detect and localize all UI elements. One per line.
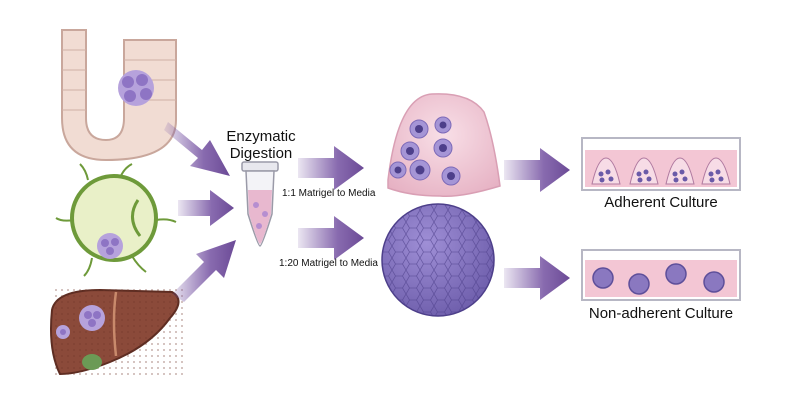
nonadherent-culture-label: Non-adherent Culture <box>572 305 750 322</box>
arrow-dome-to-adherent-culture <box>504 148 570 192</box>
arrow-kidney-to-digestion <box>178 190 234 226</box>
intestinal-tumor-cluster <box>118 70 154 106</box>
adherent-ratio-label: 1:1 Matrigel to Media <box>282 188 375 199</box>
nonadherent-ratio-label: 1:20 Matrigel to Media <box>279 258 378 269</box>
microcentrifuge-tube-icon <box>242 162 278 246</box>
kidney-tissue-illustration <box>56 164 176 276</box>
suspended-sphere-organoid <box>382 204 494 316</box>
liver-tumor-small <box>56 325 70 339</box>
kidney-tumor-cluster <box>97 233 123 259</box>
arrow-digestion-to-sphere <box>298 216 364 260</box>
enzymatic-label-line1: Enzymatic <box>222 128 300 145</box>
adherent-culture-label: Adherent Culture <box>582 194 740 211</box>
arrow-liver-to-digestion <box>172 240 236 302</box>
arrow-intestine-to-digestion <box>164 122 230 176</box>
enzymatic-label-line2: Digestion <box>222 145 300 162</box>
arrow-sphere-to-nonadherent-culture <box>504 256 570 300</box>
enzymatic-digestion-label: Enzymatic Digestion <box>222 128 300 162</box>
adherent-culture-dish-icon <box>582 138 740 190</box>
arrow-digestion-to-dome <box>298 146 364 190</box>
nonadherent-culture-dish-icon <box>582 250 740 300</box>
liver-tumor-large <box>79 305 105 331</box>
matrigel-dome-organoid <box>388 94 500 196</box>
intestine-tissue-illustration <box>62 30 176 160</box>
liver-tissue-illustration <box>51 288 186 376</box>
